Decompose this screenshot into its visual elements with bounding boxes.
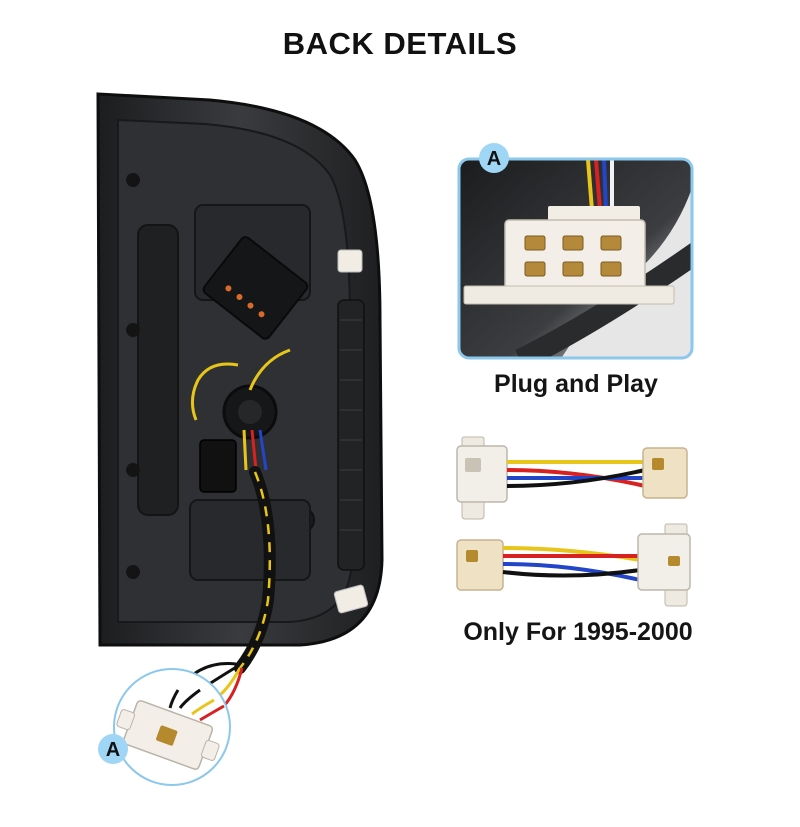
connector-circle-inset [113, 668, 231, 786]
plug-and-play-caption: Plug and Play [494, 370, 658, 398]
tail-light-housing [96, 92, 384, 674]
badge-a-top: A [479, 143, 509, 173]
adapter-harness-1 [456, 436, 688, 520]
badge-a-bottom-label: A [106, 739, 120, 761]
connector-photo-inset [457, 157, 694, 360]
page-title: BACK DETAILS [282, 26, 518, 61]
adapter-harness-2 [456, 523, 691, 607]
badge-a-bottom: A [98, 734, 128, 764]
compatibility-caption: Only For 1995-2000 [463, 618, 693, 646]
badge-a-top-label: A [487, 148, 501, 170]
